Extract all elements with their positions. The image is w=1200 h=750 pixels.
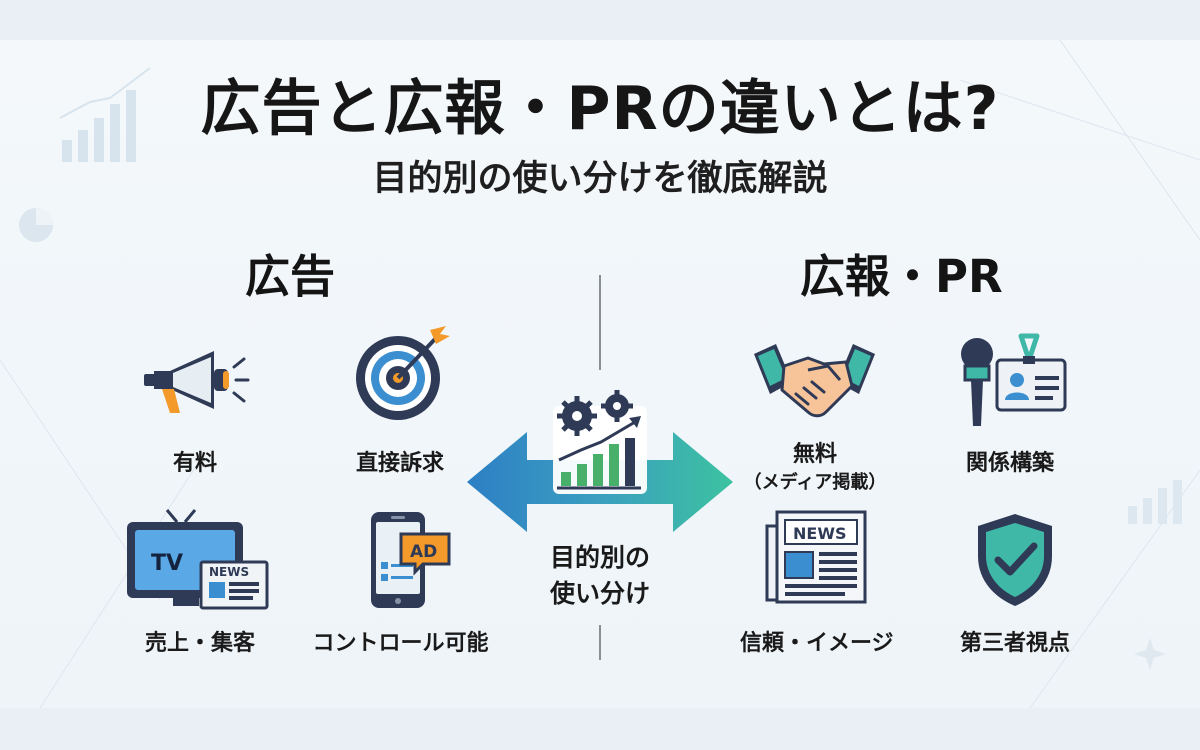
newspaper-icon: NEWS [765,510,867,604]
item-label-sales: 売上・集客 [144,631,255,656]
item-label-third-party: 第三者視点 [959,631,1070,656]
background-decoration [0,40,1200,708]
item-label-trust-image: 信頼・イメージ [740,631,894,656]
page-title: 広告と広報・PRの違いとは? [200,74,1000,144]
svg-text:NEWS: NEWS [793,524,847,543]
target-icon [356,326,450,420]
center-label: 目的別の 使い分け [520,540,680,612]
top-band [0,0,1200,40]
item-sublabel-media: （メディア掲載） [743,472,887,493]
item-label-relationship: 関係構築 [965,451,1054,476]
item-label-paid: 有料 [172,451,217,476]
bottom-band [0,708,1200,750]
left-heading: 広告 [245,250,336,303]
deco-bar-chart-icon [62,90,136,162]
handshake-icon [754,344,875,418]
divider-top [599,275,601,370]
item-label-controllable: コントロール可能 [312,631,489,656]
center-label-line2: 使い分け [549,579,650,608]
center-arrows-graphic [467,390,733,532]
item-label-direct-appeal: 直接訴求 [355,451,444,476]
smartphone-ad-icon: AD [371,512,451,608]
svg-text:NEWS: NEWS [209,565,249,579]
megaphone-icon [144,351,250,413]
shield-check-icon [978,514,1052,606]
svg-text:TV: TV [151,551,183,576]
page-subtitle: 目的別の使い分けを徹底解説 [372,159,828,199]
divider-bottom [599,625,601,660]
center-label-line1: 目的別の [549,543,650,572]
microphone-id-icon [961,333,1067,426]
item-label-free: 無料 [792,442,837,467]
tv-news-icon: TV NEWS [127,509,269,610]
gears-growth-chart-icon [553,390,647,494]
right-heading: 広報・PR [800,250,1003,303]
svg-text:AD: AD [410,542,437,562]
